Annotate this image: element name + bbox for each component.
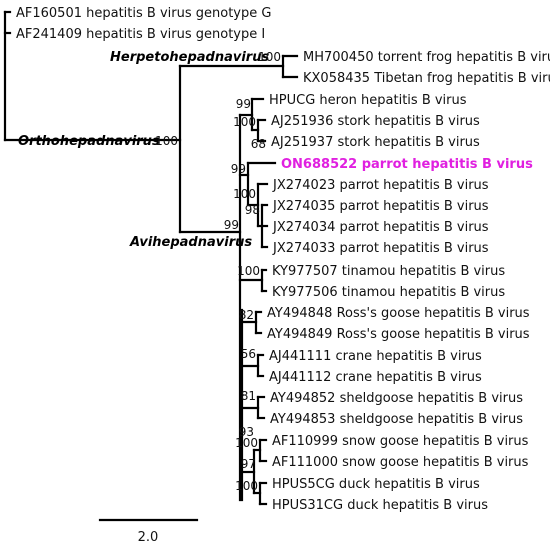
support-labels: 1001009999100689910098100825681931009710… — [155, 50, 281, 493]
support-value-sheld: 81 — [241, 389, 256, 403]
leaf-label-AF160501: AF160501 hepatitis B virus genotype G — [16, 6, 271, 21]
leaf-label-JX274034: JX274034 parrot hepatitis B virus — [272, 220, 489, 235]
support-value-snow_grp: 97 — [241, 457, 256, 471]
leaf-label-AY494849: AY494849 Ross's goose hepatitis B virus — [267, 327, 530, 342]
leaf-label-AY494852: AY494852 sheldgoose hepatitis B virus — [270, 391, 523, 406]
support-value-crane: 56 — [241, 347, 256, 361]
support-value-avi: 99 — [224, 218, 239, 232]
support-value-snow_outer: 93 — [239, 425, 254, 439]
leaf-label-MH700450: MH700450 torrent frog hepatitis B virus — [303, 50, 550, 65]
leaf-label-ON688522: ON688522 parrot hepatitis B virus — [281, 157, 533, 172]
leaf-label-JX274033: JX274033 parrot hepatitis B virus — [272, 241, 489, 256]
support-value-storkgrp: 68 — [251, 137, 266, 151]
leaf-label-KY977507: KY977507 tinamou hepatitis B virus — [272, 264, 505, 279]
support-value-stork: 100 — [233, 115, 256, 129]
support-value-frog: 100 — [258, 50, 281, 64]
support-value-tinamou: 100 — [237, 264, 260, 278]
support-value-parrot_a: 100 — [233, 187, 256, 201]
scale-bar-label: 2.0 — [138, 530, 159, 545]
leaf-labels: AF160501 hepatitis B virus genotype G AF2… — [16, 6, 550, 513]
leaf-label-AJ441111: AJ441111 crane hepatitis B virus — [269, 349, 482, 364]
leaf-label-AY494848: AY494848 Ross's goose hepatitis B virus — [267, 306, 530, 321]
support-value-duck: 100 — [235, 479, 258, 493]
support-value-heron: 99 — [236, 97, 251, 111]
leaf-label-AJ251936: AJ251936 stork hepatitis B virus — [271, 114, 480, 129]
leaf-label-KX058435: KX058435 Tibetan frog hepatitis B virus — [303, 71, 550, 86]
leaf-label-KY977506: KY977506 tinamou hepatitis B virus — [272, 285, 505, 300]
leaf-label-JX274023: JX274023 parrot hepatitis B virus — [272, 178, 489, 193]
clade-label-ortho: Orthohepadnavirus — [18, 134, 160, 149]
support-value-parrot_b: 98 — [245, 203, 260, 217]
support-value-parrot_all: 99 — [231, 162, 246, 176]
leaf-label-AF111000: AF111000 snow goose hepatitis B virus — [272, 455, 529, 470]
leaf-label-JX274035: JX274035 parrot hepatitis B virus — [272, 199, 489, 214]
leaf-label-HPUS31CG: HPUS31CG duck hepatitis B virus — [272, 498, 488, 513]
clade-labels: HerpetohepadnavirusOrthohepadnavirusAvih… — [18, 50, 269, 250]
leaf-label-AF241409: AF241409 hepatitis B virus genotype I — [16, 27, 265, 42]
leaf-label-AY494853: AY494853 sheldgoose hepatitis B virus — [270, 412, 523, 427]
leaf-label-AJ441112: AJ441112 crane hepatitis B virus — [269, 370, 482, 385]
clade-label-herpeto: Herpetohepadnavirus — [110, 50, 269, 65]
support-value-ross: 82 — [239, 308, 254, 322]
leaf-label-AF110999: AF110999 snow goose hepatitis B virus — [272, 434, 529, 449]
leaf-label-HPUCG: HPUCG heron hepatitis B virus — [269, 93, 467, 108]
support-value-snow_inner: 100 — [235, 436, 258, 450]
support-value-ortho: 100 — [155, 134, 178, 148]
leaf-label-AJ251937: AJ251937 stork hepatitis B virus — [271, 135, 480, 150]
clade-label-avi: Avihepadnavirus — [129, 235, 252, 250]
tree-branches — [3, 10, 299, 506]
leaf-label-HPUS5CG: HPUS5CG duck hepatitis B virus — [272, 477, 480, 492]
scale-bar: 2.0 — [98, 518, 199, 545]
